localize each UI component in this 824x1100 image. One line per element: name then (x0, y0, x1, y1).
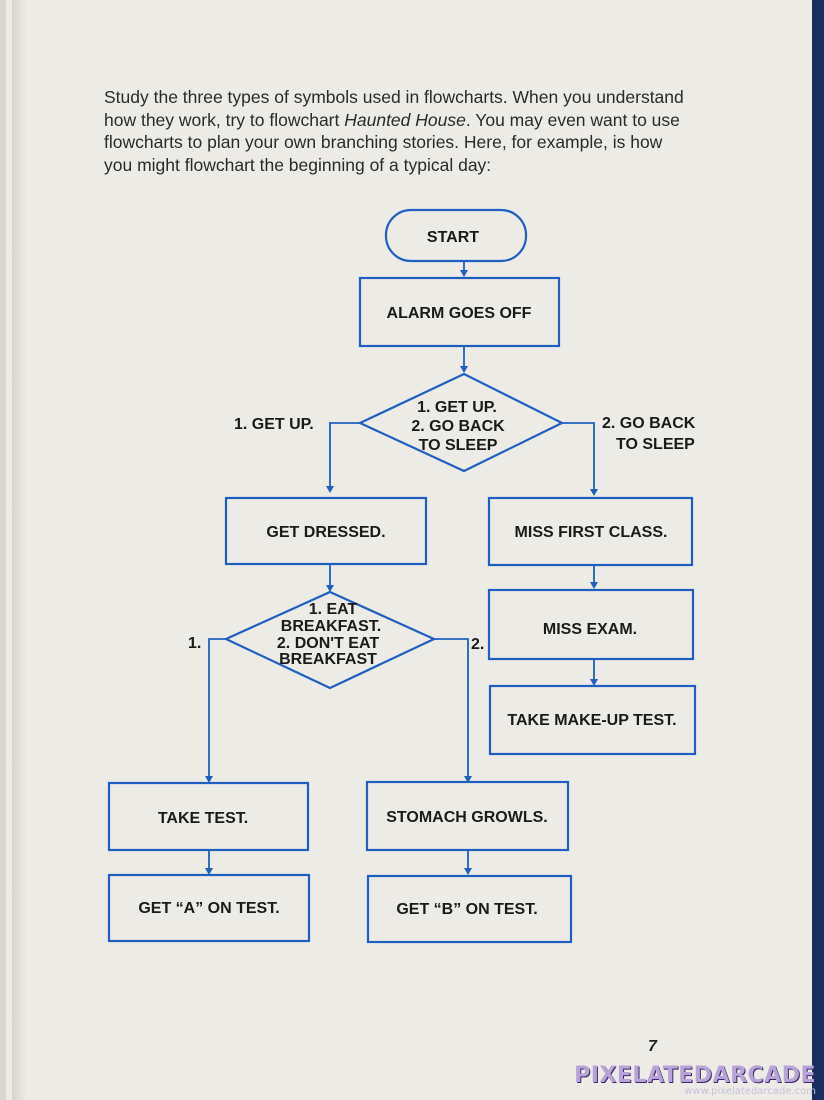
take-test-label: TAKE TEST. (158, 810, 248, 827)
arrow-head (460, 270, 468, 277)
watermark-title: PIXELATEDARCADE (574, 1063, 816, 1088)
decision2-line3: 2. DON'T EAT (277, 635, 379, 652)
page-binding-shadow (12, 0, 26, 1100)
intro-text-before: Study the three types of symbols used in… (104, 87, 684, 130)
connector-decision1-left (329, 422, 360, 486)
get-b-label: GET “B” ON TEST. (396, 901, 537, 918)
intro-text-after: . You may even want to use flowcharts to… (104, 109, 680, 175)
decision1-line3: TO SLEEP (419, 437, 498, 454)
branch1-left-label: 1. GET UP. (234, 416, 314, 433)
connector-decision1-right (562, 422, 595, 489)
decision-get-up-diamond (357, 372, 565, 473)
watermark-logo: PIXELATEDARCADE www.pixelatedarcade.com (574, 1063, 816, 1097)
arrow-head (460, 366, 468, 373)
decision2-line4: BREAKFAST (279, 651, 377, 668)
get-dressed-label: GET DRESSED. (266, 524, 385, 541)
arrow-head (464, 868, 472, 875)
branch1-right-label-line1: 2. GO BACK (602, 415, 696, 432)
branch2-left-label: 1. (188, 635, 201, 652)
arrow-head (205, 776, 213, 783)
get-a-label: GET “A” ON TEST. (138, 900, 279, 917)
get-a-box (107, 873, 311, 943)
miss-exam-box (487, 588, 695, 661)
get-b-box (366, 874, 573, 944)
arrow-head (590, 489, 598, 496)
flowchart: START ALARM GOES OFF 1. GET UP. 2. GO BA… (107, 208, 697, 944)
page-number: 7 (648, 1038, 657, 1055)
miss-first-class-label: MISS FIRST CLASS. (515, 524, 668, 541)
stomach-growls-label: STOMACH GROWLS. (386, 809, 547, 826)
arrow-head (590, 582, 598, 589)
decision-breakfast-diamond (223, 590, 437, 690)
decision2-line1: 1. EAT (309, 601, 358, 618)
alarm-process-box (358, 276, 561, 348)
watermark-url: www.pixelatedarcade.com (684, 1086, 816, 1097)
branch2-right-label: 2. (471, 636, 484, 653)
arrow-head (464, 776, 472, 783)
arrow-head (205, 868, 213, 875)
intro-book-title: Haunted House (344, 109, 466, 130)
intro-paragraph: Study the three types of symbols used in… (104, 86, 694, 176)
decision2-line2: BREAKFAST. (281, 618, 381, 635)
miss-exam-label: MISS EXAM. (543, 621, 637, 638)
make-up-test-label: TAKE MAKE-UP TEST. (507, 712, 676, 729)
decision1-line2: 2. GO BACK (411, 418, 505, 435)
alarm-label: ALARM GOES OFF (387, 305, 532, 322)
decision1-line1: 1. GET UP. (417, 399, 497, 416)
connector-decision2-left (208, 638, 226, 776)
connector-decision2-right (434, 638, 469, 776)
get-dressed-box (224, 496, 428, 566)
start-label: START (427, 229, 479, 246)
arrow-head (590, 679, 598, 686)
miss-first-class-box (487, 496, 694, 567)
start-terminator (384, 208, 528, 263)
arrow-head (326, 486, 334, 493)
make-up-test-box (488, 684, 697, 756)
branch1-right-label-line2: TO SLEEP (616, 436, 695, 453)
arrow-head (326, 585, 334, 592)
